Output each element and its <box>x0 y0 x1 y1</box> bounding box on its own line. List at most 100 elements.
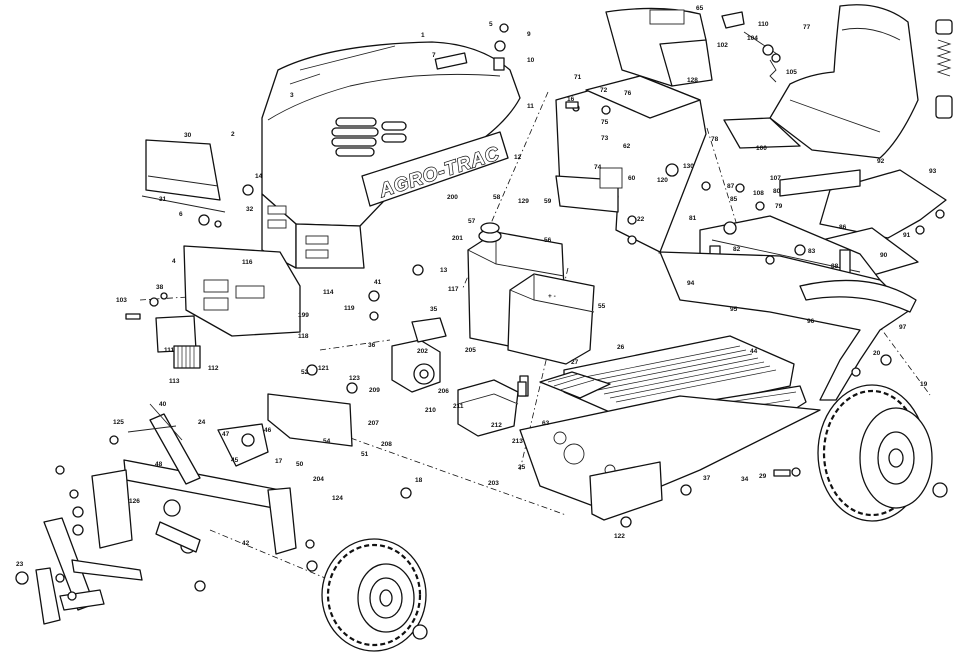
callout-123: 123 <box>349 375 360 382</box>
rear-fender <box>659 251 917 401</box>
callout-207: 207 <box>368 420 379 427</box>
hardware-fasteners <box>15 23 945 601</box>
callout-201: 201 <box>452 235 463 242</box>
callout-94: 94 <box>687 280 695 287</box>
callout-122: 122 <box>614 533 625 540</box>
callout-199: 199 <box>298 312 309 319</box>
callout-27: 27 <box>571 359 579 366</box>
callout-48: 48 <box>155 461 163 468</box>
callout-41: 41 <box>374 279 382 286</box>
callout-40: 40 <box>159 401 167 408</box>
callout-59: 59 <box>544 198 552 205</box>
callout-104: 104 <box>747 35 758 42</box>
callout-25: 25 <box>518 464 526 471</box>
callout-36: 36 <box>368 342 376 349</box>
callout-57: 57 <box>468 218 476 225</box>
callout-128: 128 <box>687 77 698 84</box>
seat-mount-plate <box>779 169 947 277</box>
callout-130: 130 <box>683 163 694 170</box>
callout-31: 31 <box>159 196 167 203</box>
callout-212: 212 <box>491 422 502 429</box>
callout-30: 30 <box>184 132 192 139</box>
callout-113: 113 <box>169 378 180 385</box>
callout-79: 79 <box>775 203 783 210</box>
callout-125: 125 <box>113 419 124 426</box>
callout-87: 87 <box>727 183 735 190</box>
callout-103: 103 <box>116 297 127 304</box>
battery: + - <box>507 273 595 365</box>
callout-105: 105 <box>786 69 797 76</box>
callout-29: 29 <box>759 473 767 480</box>
hood: AGRO-TRAC <box>261 41 521 269</box>
callout-81: 81 <box>689 215 697 222</box>
callout-37: 37 <box>703 475 711 482</box>
callout-19: 19 <box>920 381 928 388</box>
callout-44: 44 <box>750 348 758 355</box>
callout-108: 108 <box>753 190 764 197</box>
callout-83: 83 <box>808 248 816 255</box>
seat-spring-assembly <box>721 11 953 119</box>
callout-63: 63 <box>542 420 550 427</box>
callout-107: 107 <box>770 175 781 182</box>
callout-206: 206 <box>438 388 449 395</box>
callout-88: 88 <box>831 263 839 270</box>
callout-14: 14 <box>255 173 263 180</box>
callout-6: 6 <box>179 211 183 218</box>
callout-3: 3 <box>290 92 294 99</box>
callout-124: 124 <box>332 495 343 502</box>
callout-205: 205 <box>465 347 476 354</box>
callout-117: 117 <box>448 286 459 293</box>
callout-51: 51 <box>361 451 369 458</box>
callout-114: 114 <box>323 289 334 296</box>
callout-213: 213 <box>512 438 523 445</box>
callout-35: 35 <box>430 306 438 313</box>
callout-58: 58 <box>493 194 501 201</box>
callout-111: 111 <box>164 347 175 354</box>
callout-23: 23 <box>16 561 24 568</box>
callout-118: 118 <box>298 333 309 340</box>
callout-47: 47 <box>222 431 230 438</box>
callout-32: 32 <box>246 206 254 213</box>
callout-46: 46 <box>264 427 272 434</box>
callout-95: 95 <box>730 306 738 313</box>
callout-76: 76 <box>624 90 632 97</box>
callout-13: 13 <box>440 267 448 274</box>
callout-45: 45 <box>231 457 239 464</box>
callout-91: 91 <box>903 232 911 239</box>
callout-55: 55 <box>598 303 606 310</box>
callout-92: 92 <box>877 158 885 165</box>
callout-labels: 1234567910111213141617181920222324252627… <box>16 5 937 568</box>
rear-wheel <box>817 384 948 522</box>
callout-7: 7 <box>432 52 436 59</box>
callout-210: 210 <box>425 407 436 414</box>
callout-5: 5 <box>489 21 493 28</box>
callout-2: 2 <box>231 131 235 138</box>
callout-77: 77 <box>803 24 811 31</box>
callout-208: 208 <box>381 441 392 448</box>
callout-102: 102 <box>717 42 728 49</box>
callout-119: 119 <box>344 305 355 312</box>
callout-26: 26 <box>617 344 625 351</box>
callout-75: 75 <box>601 119 609 126</box>
callout-200: 200 <box>447 194 458 201</box>
callout-78: 78 <box>711 136 719 143</box>
callout-86: 86 <box>839 224 847 231</box>
callout-65: 65 <box>696 5 704 12</box>
callout-209: 209 <box>369 387 380 394</box>
hood-vent-grille <box>331 117 407 157</box>
callout-71: 71 <box>574 74 582 81</box>
callout-52: 52 <box>301 369 309 376</box>
front-wheel <box>321 538 428 652</box>
main-frame-pan <box>519 395 821 521</box>
callout-85: 85 <box>730 196 738 203</box>
battery-terminal-label: + - <box>548 293 556 300</box>
callout-1: 1 <box>421 32 425 39</box>
callout-126: 126 <box>129 498 140 505</box>
callout-50: 50 <box>296 461 304 468</box>
callout-129: 129 <box>518 198 529 205</box>
callout-116: 116 <box>242 259 253 266</box>
callout-120: 120 <box>657 177 668 184</box>
side-panel-left <box>141 139 226 213</box>
callout-211: 211 <box>453 403 464 410</box>
